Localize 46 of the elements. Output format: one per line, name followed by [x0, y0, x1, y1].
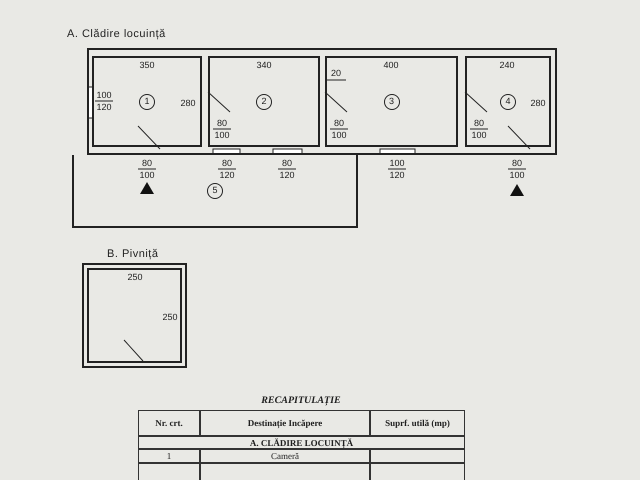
dimension-label: 100: [389, 158, 405, 168]
dimension-label: 120: [219, 170, 235, 180]
dimension-label: 80: [512, 158, 522, 168]
room-outline: [208, 56, 320, 147]
dimension-label: 280: [530, 98, 546, 108]
dimension-label: 80: [142, 158, 152, 168]
dimension-label: 100: [214, 130, 230, 140]
plan-title: B. Pivniță: [107, 248, 158, 260]
yard-outline: [72, 155, 358, 228]
dimension-label: 80: [474, 118, 484, 128]
dimension-label: 100: [509, 170, 525, 180]
room-outline: [92, 56, 202, 147]
dimension-label: 20: [331, 68, 341, 78]
room-number: 5: [207, 182, 223, 198]
dimension-label: 350: [139, 60, 155, 70]
column-header: Destinație Incăpere: [200, 410, 370, 436]
dimension-label: 120: [96, 102, 112, 112]
room-number: 2: [256, 94, 272, 110]
column-header: Suprf. utilă (mp): [370, 410, 465, 436]
dimension-label: 340: [256, 60, 272, 70]
dimension-label: 280: [180, 98, 196, 108]
dimension-label: 250: [162, 312, 178, 322]
dimension-label: 80: [222, 158, 232, 168]
column-header: Nr. crt.: [138, 410, 200, 436]
dimension-label: 250: [127, 272, 143, 282]
plan-title: A. Clădire locuință: [67, 28, 166, 40]
dimension-label: 100: [96, 90, 112, 100]
row-number: 1: [138, 449, 200, 463]
dimension-label: 240: [499, 60, 515, 70]
dimension-label: 120: [389, 170, 405, 180]
table-title: RECAPITULAȚIE: [261, 395, 341, 406]
dimension-label: 100: [331, 130, 347, 140]
room-number: 3: [384, 94, 400, 110]
dimension-label: 100: [139, 170, 155, 180]
section-heading: A. CLĂDIRE LOCUINȚĂ: [138, 436, 465, 449]
room-outline: [465, 56, 551, 147]
dimension-label: 120: [279, 170, 295, 180]
room-number: 1: [139, 94, 155, 110]
dimension-label: 80: [334, 118, 344, 128]
dimension-label: 100: [471, 130, 487, 140]
dimension-label: 400: [383, 60, 399, 70]
room-name: Cameră: [200, 449, 370, 463]
dimension-label: 80: [217, 118, 227, 128]
room-number: 4: [500, 94, 516, 110]
dimension-label: 80: [282, 158, 292, 168]
room-outline: [325, 56, 458, 147]
